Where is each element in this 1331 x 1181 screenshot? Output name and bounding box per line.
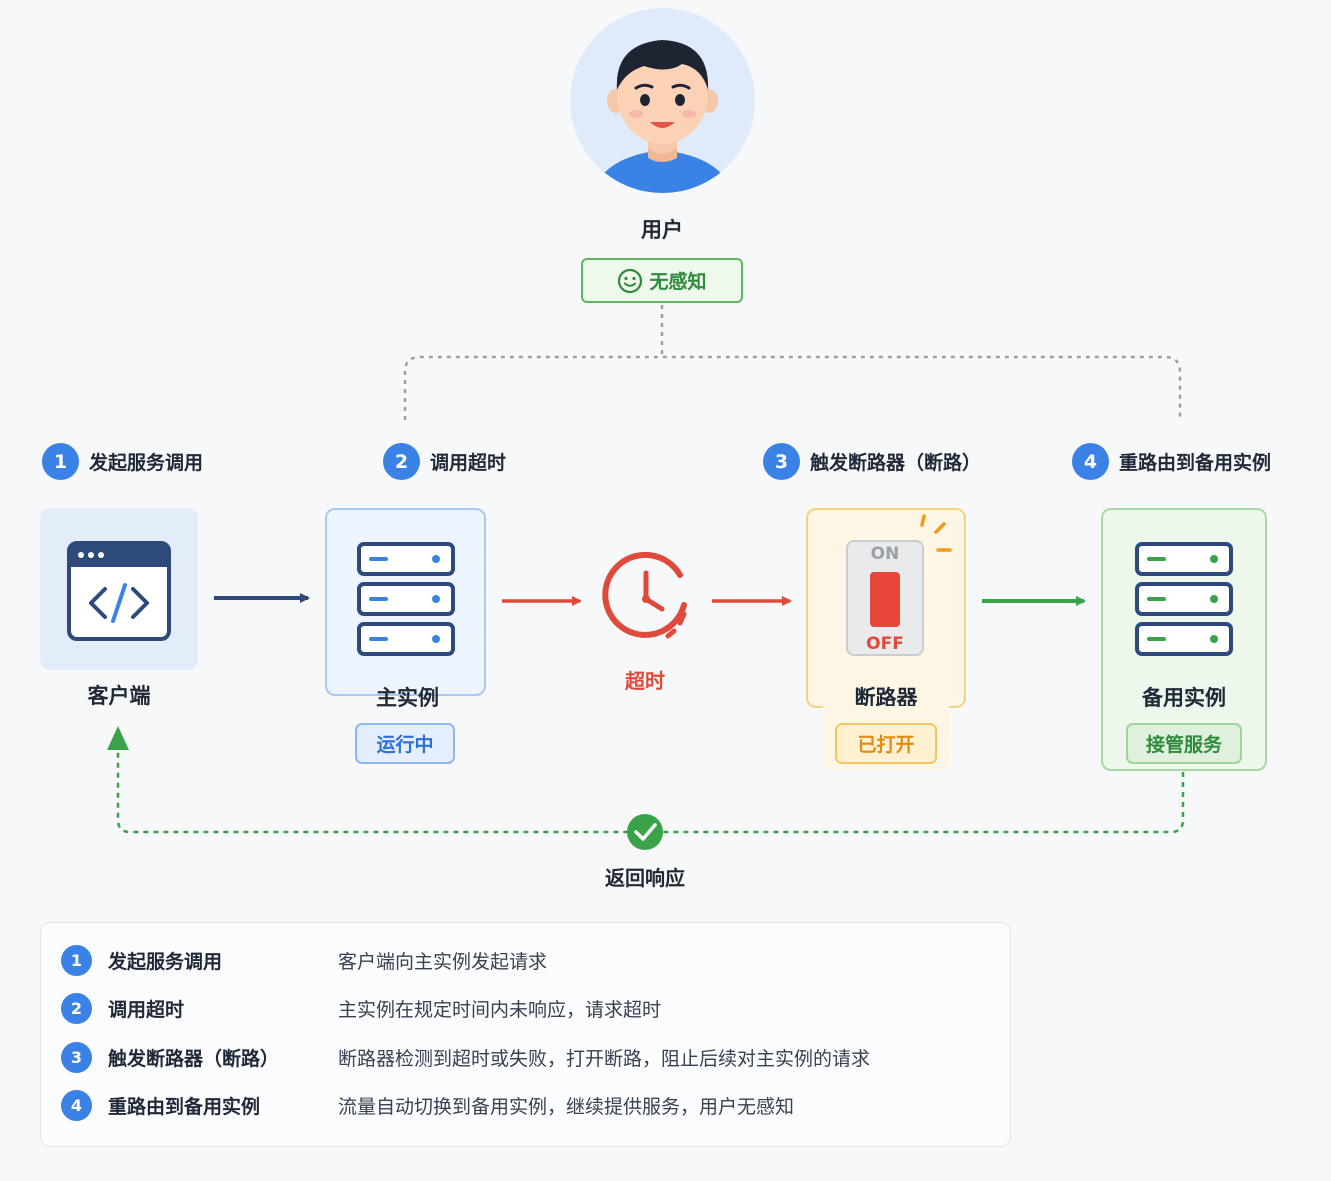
switch-on-label: ON bbox=[870, 544, 900, 564]
check-circle-icon bbox=[627, 814, 663, 850]
legend-number: 1 bbox=[61, 945, 92, 976]
step-number-1: 1 bbox=[42, 443, 79, 480]
legend-description: 主实例在规定时间内未响应，请求超时 bbox=[338, 999, 662, 1021]
step-number-2: 2 bbox=[383, 443, 420, 480]
return-path-dashed bbox=[116, 752, 1185, 834]
step-title-1-label: 发起服务调用 bbox=[89, 452, 204, 474]
step-number-3: 3 bbox=[763, 443, 800, 480]
smile-icon bbox=[618, 268, 643, 293]
unaware-badge-label: 无感知 bbox=[649, 271, 707, 293]
backup-instance-label: 备用实例 bbox=[1142, 686, 1226, 710]
legend-description: 流量自动切换到备用实例，继续提供服务，用户无感知 bbox=[338, 1096, 795, 1118]
unaware-badge: 无感知 bbox=[581, 258, 743, 303]
step-title-4: 4 重路由到备用实例 bbox=[1072, 443, 1271, 480]
legend-title: 重路由到备用实例 bbox=[108, 1096, 261, 1118]
timeout-label: 超时 bbox=[625, 669, 665, 693]
legend-row: 4 重路由到备用实例 流量自动切换到备用实例，继续提供服务，用户无感知 bbox=[61, 1090, 794, 1121]
legend-title: 调用超时 bbox=[108, 999, 185, 1021]
legend-number: 3 bbox=[61, 1042, 92, 1073]
code-window-icon bbox=[67, 541, 171, 641]
client-node bbox=[40, 508, 198, 670]
switch-off-label: OFF bbox=[866, 634, 904, 654]
return-response-label: 返回响应 bbox=[605, 866, 685, 890]
legend-panel: 1 发起服务调用 客户端向主实例发起请求 2 调用超时 主实例在规定时间内未响应… bbox=[40, 922, 1011, 1147]
legend-description: 断路器检测到超时或失败，打开断路，阻止后续对主实例的请求 bbox=[338, 1048, 871, 1070]
step-title-2-label: 调用超时 bbox=[430, 452, 507, 474]
user-avatar bbox=[570, 8, 755, 193]
switch-lever bbox=[870, 572, 900, 627]
step-title-1: 1 发起服务调用 bbox=[42, 443, 203, 480]
backup-status-badge: 接管服务 bbox=[1126, 723, 1242, 764]
legend-row: 3 触发断路器（断路） 断路器检测到超时或失败，打开断路，阻止后续对主实例的请求 bbox=[61, 1042, 870, 1073]
step-title-3-label: 触发断路器（断路） bbox=[810, 452, 982, 474]
aware-bracket-dashed bbox=[403, 355, 1182, 420]
backup-server-icon bbox=[1135, 542, 1233, 656]
legend-title: 触发断路器（断路） bbox=[108, 1048, 280, 1070]
legend-number: 2 bbox=[61, 993, 92, 1024]
step-number-4: 4 bbox=[1072, 443, 1109, 480]
primary-status-badge: 运行中 bbox=[355, 723, 455, 764]
spark-icon bbox=[920, 514, 952, 552]
legend-row: 1 发起服务调用 客户端向主实例发起请求 bbox=[61, 945, 547, 976]
primary-instance-label: 主实例 bbox=[376, 686, 439, 710]
step-title-4-label: 重路由到备用实例 bbox=[1119, 452, 1272, 474]
step-title-3: 3 触发断路器（断路） bbox=[763, 443, 981, 480]
switch-icon: ON OFF bbox=[846, 540, 924, 656]
server-icon bbox=[357, 542, 455, 656]
step-title-2: 2 调用超时 bbox=[383, 443, 506, 480]
clock-icon bbox=[602, 551, 687, 639]
user-avatar-icon bbox=[570, 8, 755, 193]
legend-description: 客户端向主实例发起请求 bbox=[338, 951, 548, 973]
legend-row: 2 调用超时 主实例在规定时间内未响应，请求超时 bbox=[61, 993, 661, 1024]
user-label: 用户 bbox=[641, 218, 683, 242]
primary-instance-node: 主实例 bbox=[325, 508, 486, 710]
breaker-status-badge: 已打开 bbox=[835, 723, 937, 764]
return-arrow-head bbox=[107, 726, 129, 750]
legend-title: 发起服务调用 bbox=[108, 951, 223, 973]
legend-number: 4 bbox=[61, 1090, 92, 1121]
client-label: 客户端 bbox=[87, 684, 151, 708]
